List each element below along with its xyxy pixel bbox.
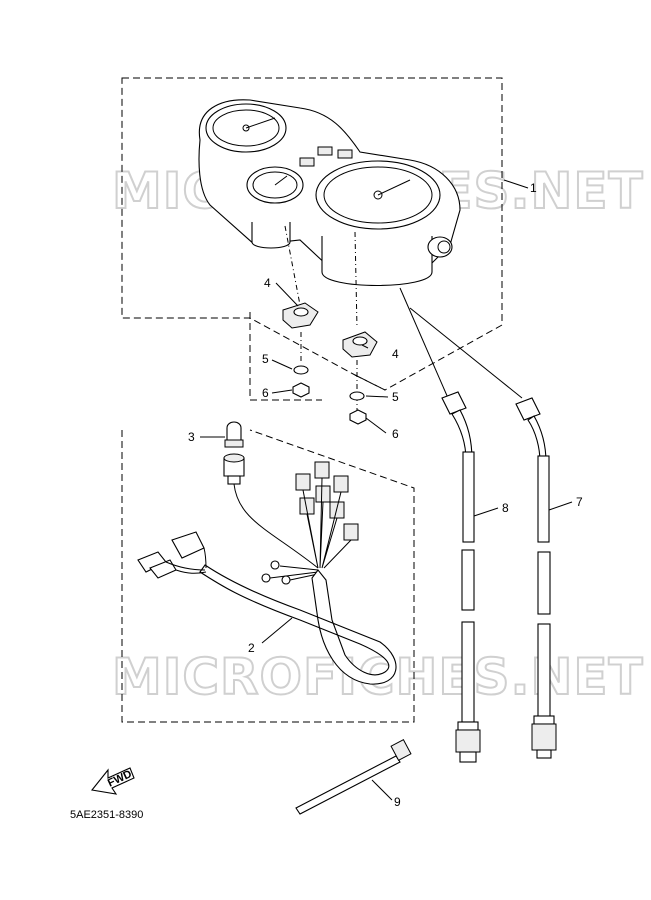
- callout-2: 2: [248, 641, 255, 655]
- tachometer-cable: [409, 307, 557, 759]
- callout-5-right: 5: [392, 390, 399, 404]
- nut-left: [292, 382, 310, 398]
- meter-assembly: [198, 99, 461, 329]
- diagram-code: 5AE2351-8390: [70, 809, 143, 821]
- callout-5-left: 5: [262, 352, 269, 366]
- fwd-arrow: FWD: [90, 767, 135, 795]
- cable-tie: [295, 738, 412, 815]
- callout-4-left: 4: [264, 276, 271, 290]
- washer-right: [349, 391, 365, 401]
- speedometer-cable: [399, 287, 481, 763]
- callout-1: 1: [530, 181, 537, 195]
- meter-assembly-boundary: [121, 77, 503, 391]
- harness-boundary: [121, 429, 415, 723]
- leader-lines: [200, 179, 573, 801]
- callout-6-left: 6: [262, 386, 269, 400]
- callout-4-right: 4: [392, 347, 399, 361]
- callout-9: 9: [394, 795, 401, 809]
- callout-3: 3: [188, 430, 195, 444]
- meter-bracket-left: [282, 302, 319, 329]
- meter-harness: [137, 461, 397, 685]
- watermark-bottom: MICROFICHES.NET: [112, 648, 644, 706]
- callout-8: 8: [502, 501, 509, 515]
- fwd-label: FWD: [106, 768, 134, 789]
- meter-bracket-right: [342, 331, 378, 358]
- bracket-hardware-boundary: [249, 312, 386, 401]
- bulb: [224, 421, 244, 448]
- callout-7: 7: [576, 495, 583, 509]
- nut-right: [349, 409, 367, 425]
- callout-6-right: 6: [392, 427, 399, 441]
- washer-left: [293, 365, 309, 375]
- bulb-socket: [223, 453, 245, 485]
